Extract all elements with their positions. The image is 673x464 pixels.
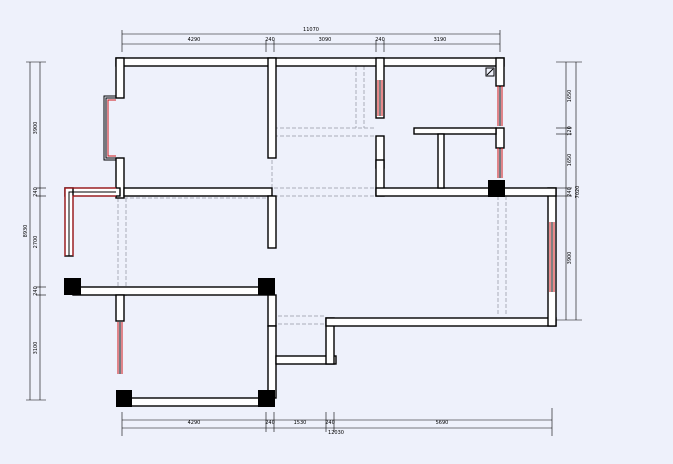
dim-right-total: 7020 <box>575 186 581 199</box>
column <box>116 390 132 407</box>
column <box>488 180 505 197</box>
dim-bottom-seg: 240 <box>325 420 335 426</box>
column <box>64 278 81 295</box>
dim-right-seg: 3900 <box>567 252 573 265</box>
columns <box>64 180 505 407</box>
dim-bottom-seg: 4290 <box>188 420 201 426</box>
dim-bottom-seg: 5690 <box>436 420 449 426</box>
column <box>258 390 275 407</box>
dim-bottom-seg: 240 <box>265 420 275 426</box>
dim-top-seg: 240 <box>375 37 385 43</box>
dim-right-seg: 120 <box>567 126 573 136</box>
windows <box>64 80 555 374</box>
dim-top-seg: 4290 <box>188 37 201 43</box>
walls <box>64 57 557 407</box>
dim-top-seg: 240 <box>265 37 275 43</box>
column <box>258 278 275 295</box>
dim-top-seg: 3190 <box>434 37 447 43</box>
dim-left-seg: 240 <box>33 187 39 197</box>
dim-left-seg: 3900 <box>33 122 39 135</box>
dim-right-seg: 240 <box>567 187 573 197</box>
dim-left-seg: 240 <box>33 286 39 296</box>
dim-left-total: 8930 <box>23 225 29 238</box>
dim-left-seg: 2700 <box>33 236 39 249</box>
dimension-labels: 11070 4290 240 3090 240 3190 4290 240 15… <box>23 27 581 436</box>
dim-top-seg: 3090 <box>319 37 332 43</box>
dim-right-seg: 1650 <box>567 154 573 167</box>
dim-bottom-seg: 1530 <box>294 420 307 426</box>
fixture-icon <box>485 67 495 77</box>
dim-left-seg: 3100 <box>33 342 39 355</box>
dim-top-total: 11070 <box>303 27 319 33</box>
dim-bottom-total: 12030 <box>328 430 344 436</box>
dimension-lines <box>26 30 582 436</box>
dim-right-seg: 1650 <box>567 90 573 103</box>
